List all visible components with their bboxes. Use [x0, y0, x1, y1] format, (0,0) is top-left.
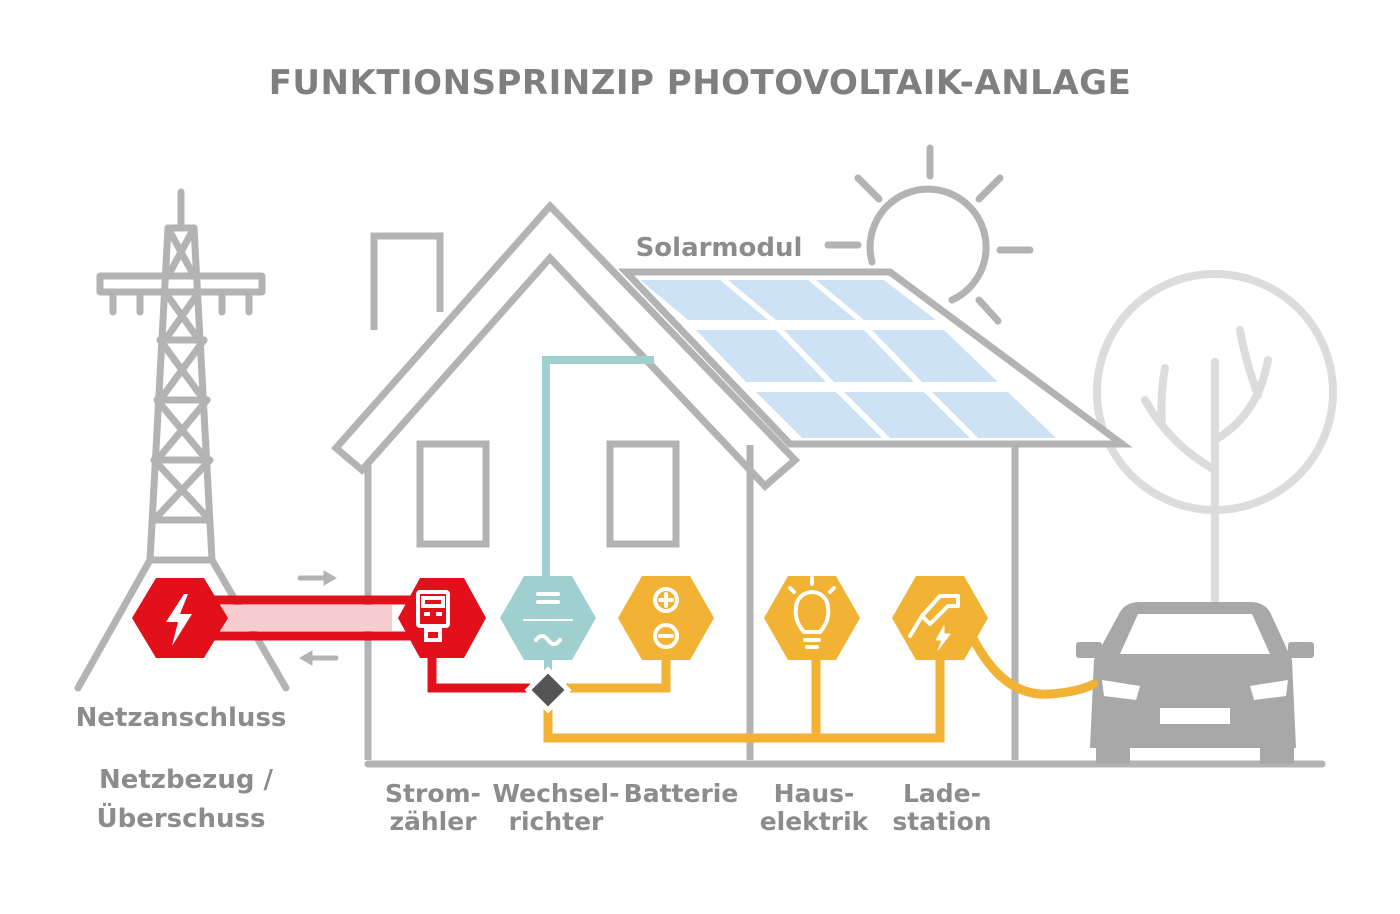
charging-station-hexagon — [892, 576, 988, 660]
grid-connection-lines — [200, 595, 418, 641]
inverter-label-line2: richter — [509, 807, 604, 836]
meter-hexagon — [398, 578, 486, 658]
charging-station-label-line2: station — [892, 807, 991, 836]
car-icon — [1076, 602, 1314, 764]
inverter-label-line1: Wechsel- — [492, 779, 619, 808]
plus-minus-icon — [653, 587, 679, 649]
grid-hexagon — [132, 578, 228, 658]
battery-line — [566, 650, 671, 693]
solar-dc-line — [542, 356, 654, 590]
grid-connection-fill — [222, 605, 392, 631]
flow-label-line1: Netzbezug / — [99, 765, 274, 795]
charging-cable — [963, 623, 1099, 699]
house-electric-label-line1: Haus- — [774, 779, 855, 808]
lightning-icon — [166, 594, 192, 646]
power-pylon-icon — [74, 188, 290, 692]
flow-arrows — [297, 570, 339, 666]
solar-panels — [547, 203, 1133, 491]
junction-diamond — [524, 666, 572, 714]
solar-module-label: Solarmodul — [636, 233, 803, 263]
diagram-title: FUNKTIONSPRINZIP PHOTOVOLTAIK-ANLAGE — [269, 63, 1132, 103]
battery-hexagon — [618, 576, 714, 660]
tree-icon — [1093, 270, 1337, 604]
sun-icon — [824, 144, 1034, 325]
house-electric-hexagon — [764, 576, 860, 660]
light-bulb-icon — [788, 576, 836, 649]
meter-label-line2: zähler — [389, 807, 477, 836]
electricity-meter-icon — [416, 590, 450, 642]
consumer-bus-line — [543, 660, 945, 743]
meter-label-line1: Strom- — [385, 779, 481, 808]
battery-label: Batterie — [624, 779, 739, 808]
flow-label-line2: Überschuss — [96, 801, 265, 834]
dc-ac-icon — [523, 592, 573, 646]
grid-connection-label: Netzanschluss — [76, 703, 287, 733]
meter-line — [427, 650, 530, 693]
inverter-hexagon — [500, 576, 596, 660]
ev-plug-icon — [908, 594, 960, 651]
charging-station-label-line1: Lade- — [903, 779, 981, 808]
house-electric-label-line2: elektrik — [760, 807, 870, 836]
